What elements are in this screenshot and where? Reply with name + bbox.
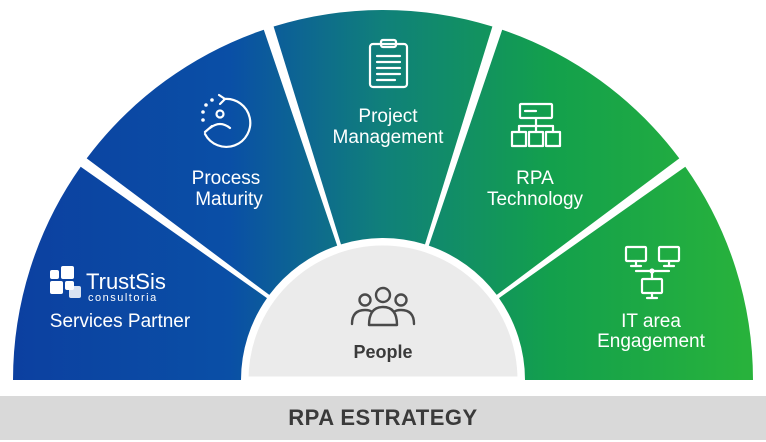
segment-it-area-engagement bbox=[499, 166, 753, 380]
segment-rpa-technology bbox=[428, 29, 680, 295]
segment-label-technology-1: RPA bbox=[516, 168, 554, 189]
segment-label-it-2: Engagement bbox=[597, 331, 705, 352]
center-label-people: People bbox=[353, 342, 412, 362]
segment-label-project-2: Management bbox=[333, 127, 445, 148]
segment-label-project-1: Project bbox=[358, 106, 418, 127]
people-group-icon bbox=[350, 286, 416, 327]
segment-label-maturity-1: Process bbox=[192, 168, 261, 189]
segment-services-partner bbox=[13, 166, 267, 380]
segment-label-it-1: IT area bbox=[621, 311, 681, 332]
footer-title: RPA ESTRATEGY bbox=[288, 405, 478, 430]
segment-label-services: Services Partner bbox=[50, 311, 191, 332]
segment-process-maturity bbox=[86, 29, 338, 295]
clipboard-icon bbox=[368, 38, 409, 89]
flowchart-icon bbox=[510, 102, 562, 148]
segment-project-management bbox=[273, 9, 493, 245]
segment-label-technology-2: Technology bbox=[487, 189, 584, 210]
network-computers-icon bbox=[624, 245, 681, 300]
segment-label-maturity-2: Maturity bbox=[195, 189, 263, 210]
footer-title-bar: RPA ESTRATEGY bbox=[0, 396, 766, 440]
trustsis-logo-icon bbox=[50, 266, 81, 298]
process-cycle-icon bbox=[201, 93, 252, 148]
brand-name: TrustSis bbox=[86, 269, 166, 294]
center-people-hub bbox=[241, 238, 525, 384]
brand-tagline: consultoria bbox=[88, 292, 158, 304]
